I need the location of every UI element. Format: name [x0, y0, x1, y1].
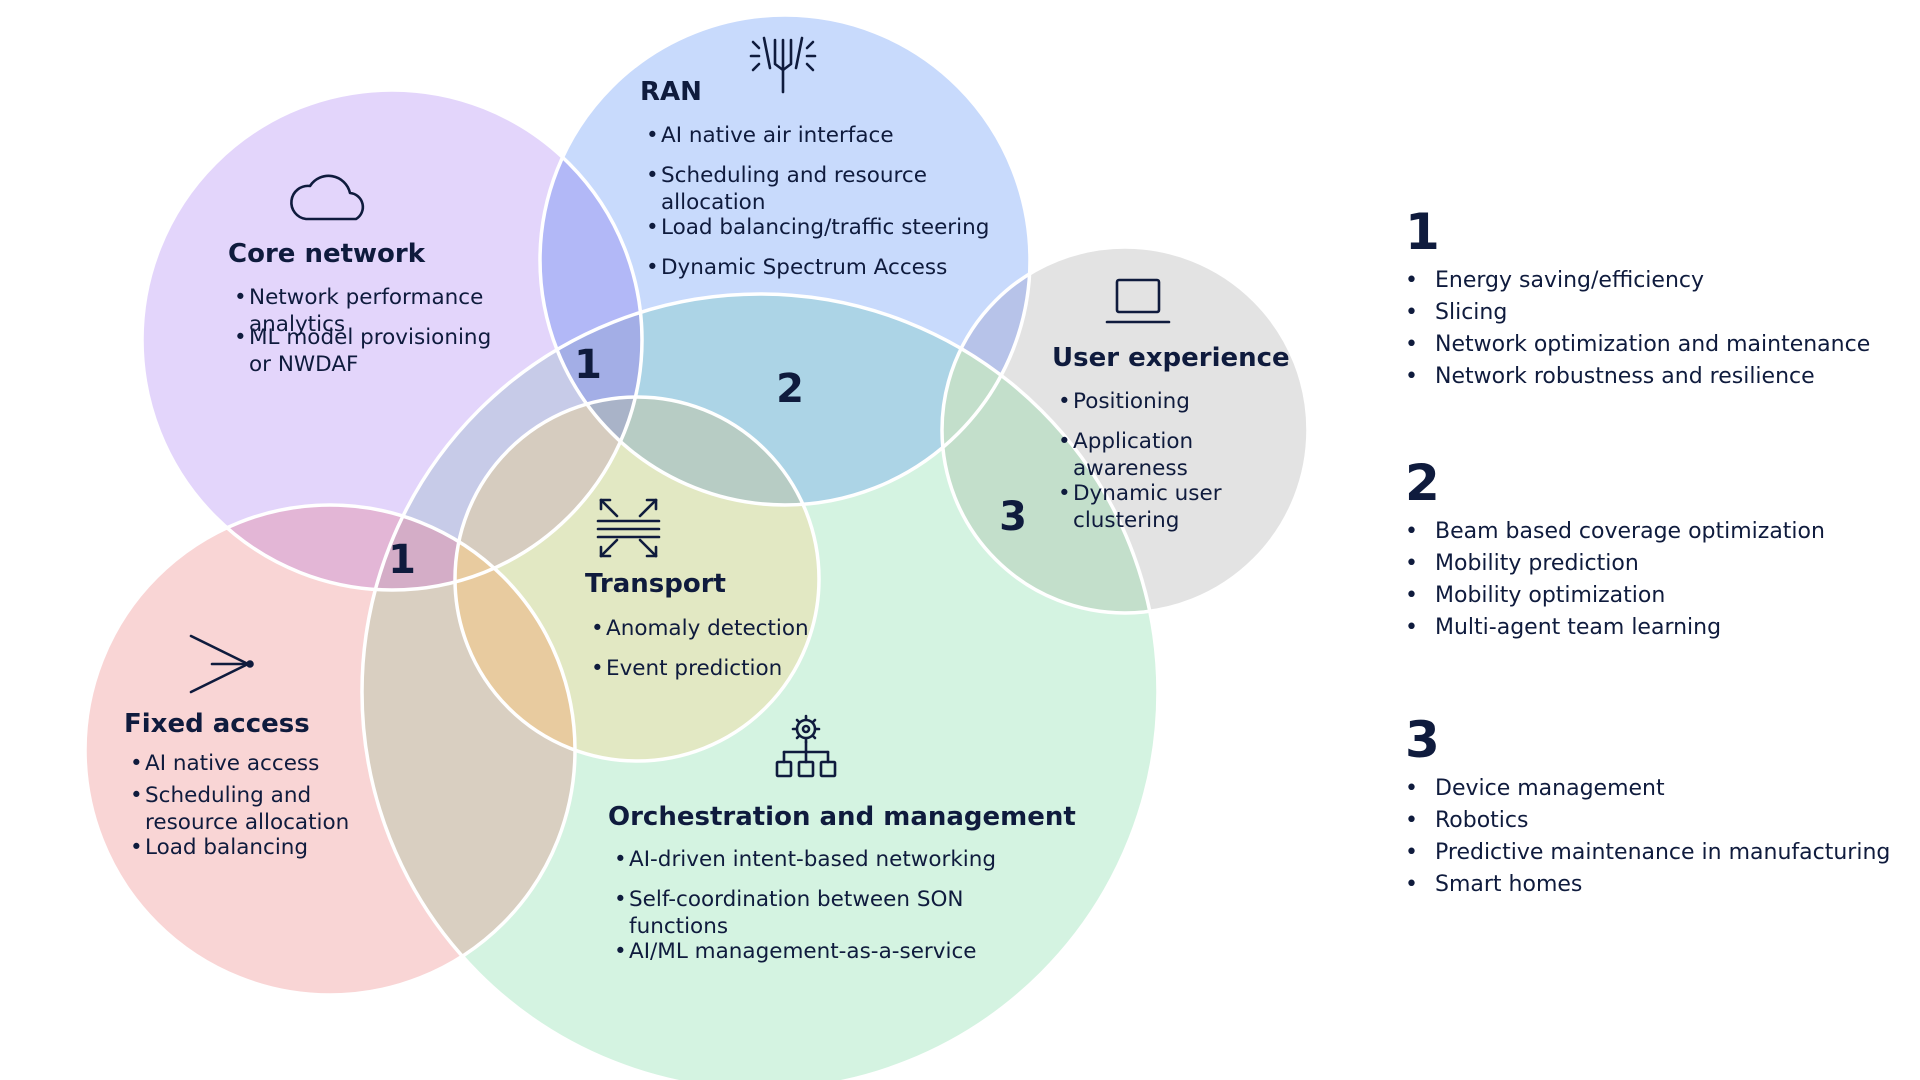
antenna-icon: [749, 36, 817, 94]
ran-item: Dynamic Spectrum Access: [661, 255, 947, 280]
region-text-layer: Core network•Network performanceanalytic…: [124, 77, 1290, 964]
ran-bullet: •: [646, 123, 659, 148]
core-item: Network performance: [249, 285, 483, 310]
orch-bullet: •: [614, 847, 627, 872]
legend-item: Multi-agent team learning: [1405, 612, 1895, 644]
transport-item: Event prediction: [606, 656, 782, 681]
legend-item: Network optimization and maintenance: [1405, 329, 1895, 361]
core-bullet: •: [234, 325, 247, 350]
ran-title: RAN: [640, 77, 702, 107]
user-bullet: •: [1058, 481, 1071, 506]
legend-item: Energy saving/efficiency: [1405, 265, 1895, 297]
core-item: ML model provisioning: [249, 325, 491, 350]
core-item: or NWDAF: [249, 352, 358, 377]
transport-arrows-icon: [596, 498, 661, 558]
transport-item: Anomaly detection: [606, 616, 809, 641]
transport-title: Transport: [585, 569, 726, 599]
cloud-icon: [290, 174, 365, 221]
fixed-bullet: •: [130, 751, 143, 776]
user-title: User experience: [1052, 343, 1290, 373]
orch-item: functions: [629, 914, 728, 939]
legend-group-3: 3 Device management Robotics Predictive …: [1405, 713, 1895, 901]
legend-item: Predictive maintenance in manufacturing: [1405, 837, 1895, 869]
user-bullet: •: [1058, 429, 1071, 454]
legend-item: Slicing: [1405, 297, 1895, 329]
ran-item: Scheduling and resource: [661, 163, 927, 188]
legend-item: Beam based coverage optimization: [1405, 516, 1895, 548]
legend-item: Robotics: [1405, 805, 1895, 837]
orch-bullet: •: [614, 939, 627, 964]
overlap-number-ran-orch: 2: [776, 366, 804, 412]
orch-item: Self-coordination between SON: [629, 887, 964, 912]
transport-bullet: •: [591, 656, 604, 681]
overlap-number-user-orch: 3: [999, 494, 1027, 540]
core-item: analytics: [249, 312, 345, 337]
user-bullet: •: [1058, 389, 1071, 414]
fixed-title: Fixed access: [124, 709, 310, 739]
legend-item: Device management: [1405, 773, 1895, 805]
legend-item: Smart homes: [1405, 869, 1895, 901]
core-bullet: •: [234, 285, 247, 310]
legend-list: Beam based coverage optimization Mobilit…: [1405, 516, 1895, 644]
orch-item: AI/ML management-as-a-service: [629, 939, 977, 964]
orch-item: AI-driven intent-based networking: [629, 847, 996, 872]
ran-bullet: •: [646, 163, 659, 188]
ran-item: AI native air interface: [661, 123, 894, 148]
overlap-number-core-ran: 1: [574, 342, 602, 388]
legend-group-1: 1 Energy saving/efficiency Slicing Netwo…: [1405, 205, 1895, 393]
user-item: Application: [1073, 429, 1193, 454]
fixed-item: resource allocation: [145, 810, 349, 835]
ran-item: allocation: [661, 190, 765, 215]
legend-number: 2: [1405, 454, 1440, 512]
legend-number: 3: [1405, 711, 1440, 769]
ran-bullet: •: [646, 215, 659, 240]
orch-title: Orchestration and management: [608, 802, 1076, 832]
transport-bullet: •: [591, 616, 604, 641]
legend-list: Energy saving/efficiency Slicing Network…: [1405, 265, 1895, 393]
core-title: Core network: [228, 239, 426, 269]
gear-hierarchy-icon: [775, 714, 837, 778]
user-item: Dynamic user: [1073, 481, 1222, 506]
legend-list: Device management Robotics Predictive ma…: [1405, 773, 1895, 901]
ran-item: Load balancing/traffic steering: [661, 215, 989, 240]
legend-item: Network robustness and resilience: [1405, 361, 1895, 393]
user-item: Positioning: [1073, 389, 1190, 414]
fixed-item: Load balancing: [145, 835, 308, 860]
legend-item: Mobility optimization: [1405, 580, 1895, 612]
laptop-icon: [1105, 278, 1171, 324]
fixed-item: AI native access: [145, 751, 319, 776]
user-item: clustering: [1073, 508, 1179, 533]
circle-outlines: [83, 13, 1310, 1080]
fiber-split-icon: [189, 634, 254, 694]
user-item: awareness: [1073, 456, 1188, 481]
orch-bullet: •: [614, 887, 627, 912]
fixed-bullet: •: [130, 783, 143, 808]
overlap-user-orch: [942, 294, 1158, 613]
legend-number: 1: [1405, 203, 1440, 261]
legend-group-2: 2 Beam based coverage optimization Mobil…: [1405, 456, 1895, 644]
ran-bullet: •: [646, 255, 659, 280]
overlap-number-core-fixed: 1: [388, 537, 416, 583]
fixed-item: Scheduling and: [145, 783, 311, 808]
legend-item: Mobility prediction: [1405, 548, 1895, 580]
overlap-transport-core: [455, 397, 642, 590]
fixed-bullet: •: [130, 835, 143, 860]
